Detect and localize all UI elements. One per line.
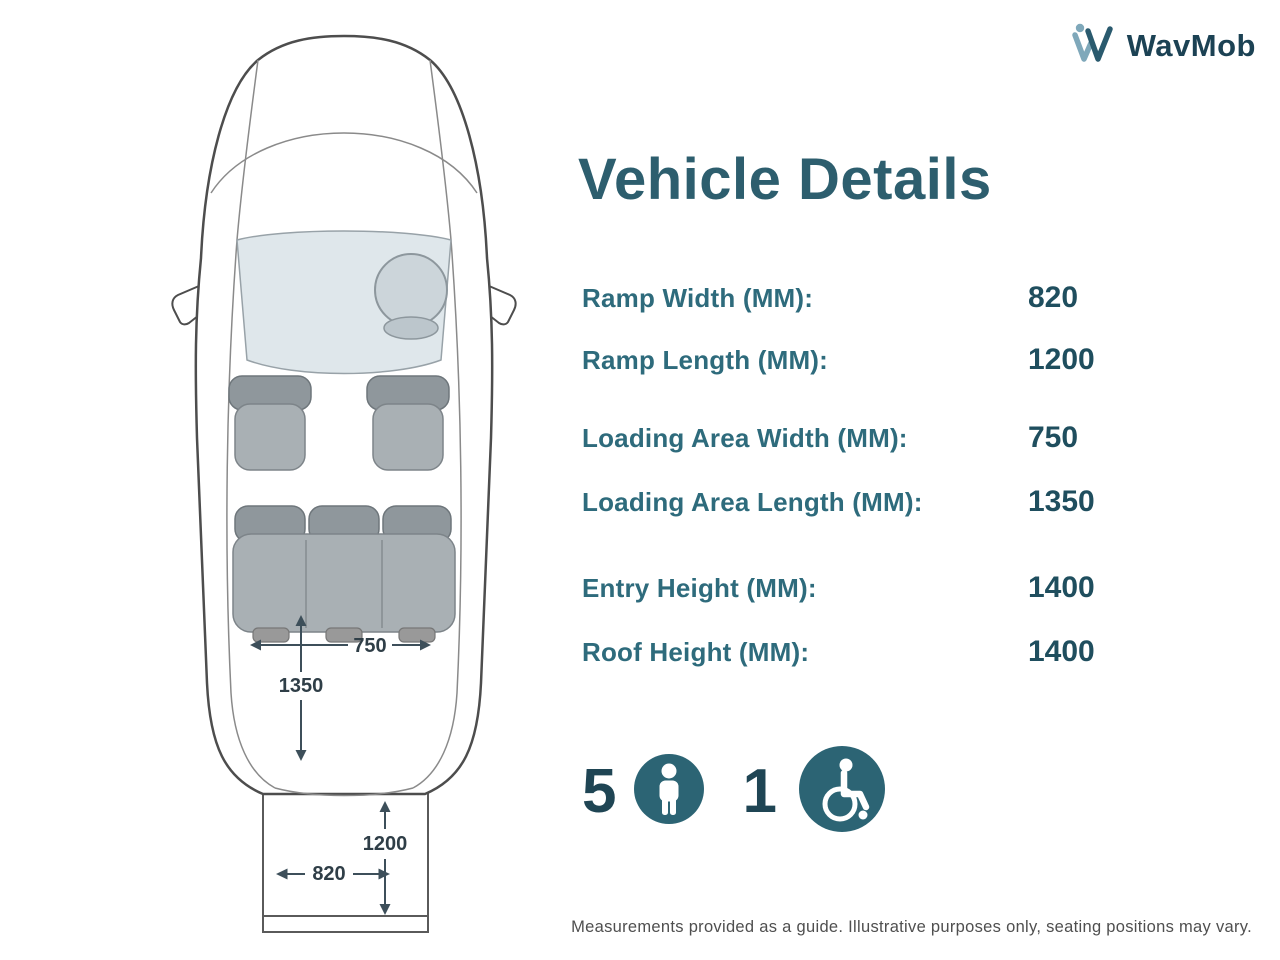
spec-label: Loading Area Length (MM):	[582, 486, 923, 517]
ramp-length-dimension: 1200	[363, 801, 408, 915]
spec-label: Loading Area Width (MM):	[582, 422, 908, 453]
rear-bench-seat	[232, 505, 456, 643]
spec-label: Roof Height (MM):	[582, 636, 810, 667]
spec-value: 1350	[1028, 485, 1095, 518]
spec-list: Ramp Width (MM): 820 Ramp Length (MM): 1…	[582, 276, 1162, 674]
spec-value: 1400	[1028, 635, 1095, 668]
wheelchair-icon	[798, 745, 885, 837]
interior-length-dimension: 1350	[279, 615, 324, 761]
spec-value: 1200	[1028, 343, 1095, 376]
ramp-width-dimension: 820	[276, 863, 390, 885]
ramp-width-label: 820	[312, 863, 345, 885]
car-outline	[171, 34, 517, 797]
ramp-length-label: 1200	[363, 833, 408, 855]
steering-wheel	[374, 253, 448, 340]
spec-label: Ramp Width (MM):	[582, 282, 814, 313]
interior-width-label: 750	[353, 635, 386, 657]
spec-value: 1400	[1028, 571, 1095, 604]
spec-row-loading-area-length: Loading Area Length (MM): 1350	[582, 480, 1162, 524]
ramp	[262, 771, 429, 933]
spec-row-ramp-width: Ramp Width (MM): 820	[582, 276, 1162, 320]
wheelchair-count: 1	[742, 756, 777, 826]
logo-text: WavMob	[1126, 27, 1256, 63]
person-icon	[634, 753, 705, 829]
disclaimer-text: Measurements provided as a guide. Illust…	[571, 918, 1252, 936]
page-title: Vehicle Details	[578, 147, 992, 212]
vehicle-top-view-diagram: 750 1350 1200	[163, 28, 523, 953]
spec-value: 750	[1028, 421, 1079, 454]
driver-seat	[366, 375, 450, 471]
right-mirror	[483, 284, 517, 326]
spec-row-roof-height: Roof Height (MM): 1400	[582, 630, 1162, 674]
spec-label: Entry Height (MM):	[582, 572, 817, 603]
interior-length-label: 1350	[279, 675, 324, 697]
wavmob-logo-icon	[1071, 22, 1117, 69]
spec-value: 820	[1028, 281, 1079, 314]
passenger-seat	[228, 375, 312, 471]
logo: WavMob	[1071, 22, 1256, 69]
spec-row-entry-height: Entry Height (MM): 1400	[582, 566, 1162, 610]
spec-row-ramp-length: Ramp Length (MM): 1200	[582, 338, 1162, 382]
front-bumper-line	[210, 132, 478, 194]
spec-row-loading-area-width: Loading Area Width (MM): 750	[582, 416, 1162, 460]
left-mirror	[171, 284, 205, 326]
interior-width-dimension: 750	[250, 635, 431, 657]
spec-label: Ramp Length (MM):	[582, 344, 829, 375]
seat-count: 5	[582, 756, 617, 826]
capacity-row: 5 1	[582, 745, 885, 837]
